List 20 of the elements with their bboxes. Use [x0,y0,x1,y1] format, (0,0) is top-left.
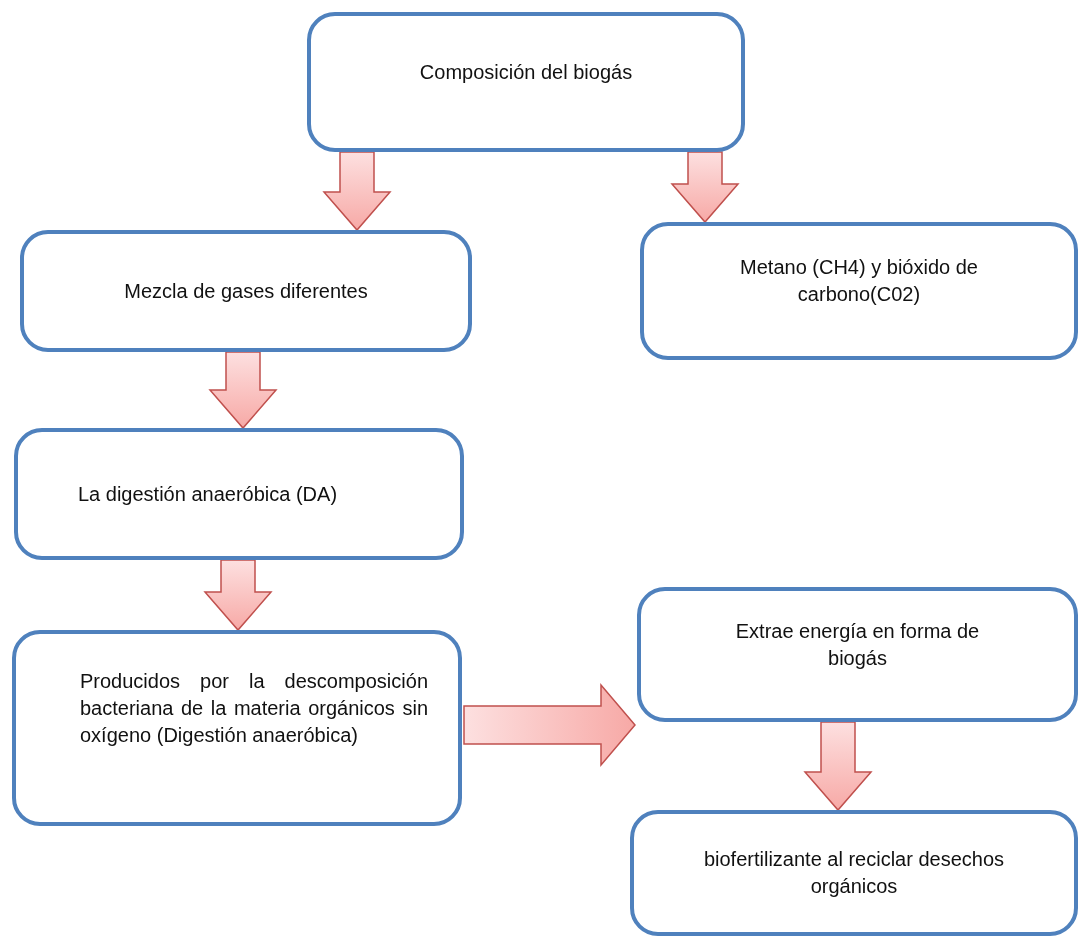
block-arrow [670,151,740,224]
block-arrow [208,351,278,430]
process-box [14,428,464,560]
box-text: biofertilizante al reciclar desechos orgánicos [702,847,1006,899]
block-arrow [203,559,273,632]
process-box [637,587,1078,722]
process-box [640,222,1078,360]
box-text: Extrae energía en forma de biogás [734,618,981,671]
box-text: La digestión anaeróbica (DA) [78,481,338,507]
process-box [20,230,472,352]
box-text: Composición del biogás [419,59,633,85]
block-arrow [322,151,392,232]
block-arrow [463,682,636,768]
box-text: Metano (CH4) y bióxido de carbono(C02) [739,255,979,307]
process-box [630,810,1078,936]
box-text: Mezcla de gases diferentes [124,278,368,304]
process-box [12,630,462,826]
box-text: Producidos por la descomposición bacteriana de la materia orgánicos sin oxígeno (Digestión anaeróbica) [80,668,428,748]
process-box [307,12,745,152]
block-arrow [803,721,873,812]
